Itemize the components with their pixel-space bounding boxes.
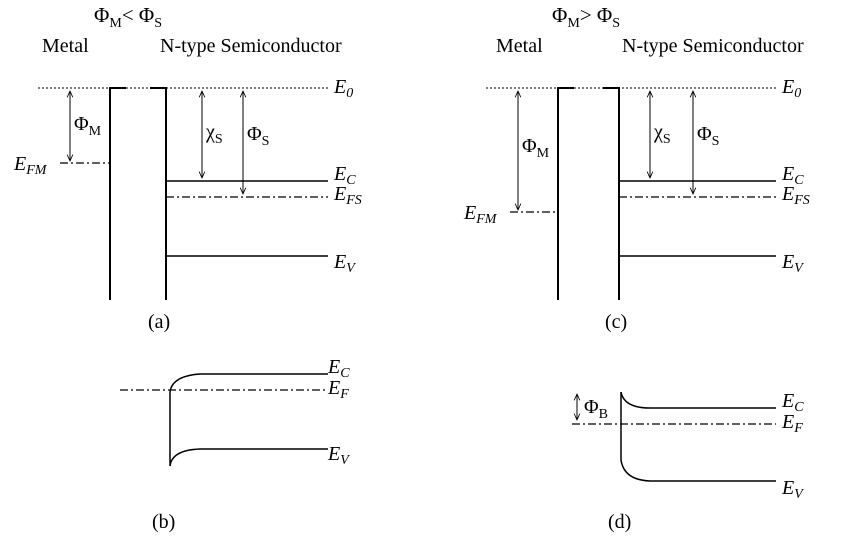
panel-b-ev-band — [169, 392, 328, 467]
panel-c-e0-label: E0 — [781, 76, 801, 101]
panel-c-metal-barrier — [557, 87, 574, 300]
panel-c-chis-label: χS — [653, 121, 671, 147]
panel-c-efm-label: EFM — [463, 202, 498, 227]
panel-d-phib-label: ΦB — [584, 396, 608, 422]
panel-a-phim-label: ΦM — [74, 113, 102, 139]
panel-b-caption: (b) — [152, 511, 175, 533]
panel-b-ec-band — [169, 373, 328, 393]
panel-a-e0-label: E0 — [333, 76, 353, 101]
panel-a-title: ΦM< ΦS — [94, 3, 162, 31]
panel-a-ev-label: EV — [333, 251, 356, 276]
panel-c-semiconductor-barrier — [603, 87, 620, 300]
panel-c-phis-label: ΦS — [697, 123, 719, 149]
panel-a-phis-label: ΦS — [247, 123, 269, 149]
panel-d: ΦB EC EF EV (d) — [572, 390, 804, 533]
panel-c-title: ΦM> ΦS — [552, 3, 620, 31]
panel-a-semiconductor-label: N-type Semiconductor — [160, 35, 342, 57]
panel-a-efm-label: EFM — [13, 153, 48, 178]
panel-a-semiconductor-barrier — [150, 87, 167, 300]
panel-a-caption: (a) — [148, 311, 170, 333]
panel-a-chis-label: χS — [205, 121, 223, 147]
panel-d-ev-band — [620, 392, 776, 482]
panel-c-ev-label: EV — [781, 251, 804, 276]
panel-a: ΦM< ΦS Metal N-type Semiconductor E0 EFM… — [13, 3, 362, 333]
panel-a-efs-label: EFS — [333, 183, 362, 208]
panel-c-metal-label: Metal — [496, 35, 543, 57]
panel-b-ev-label: EV — [327, 443, 350, 468]
panel-c-phim-label: ΦM — [522, 135, 550, 161]
panel-d-ec-band — [620, 391, 776, 409]
panel-c: ΦM> ΦS Metal N-type Semiconductor E0 EFM… — [463, 3, 810, 333]
panel-d-ev-label: EV — [781, 477, 804, 502]
panel-c-caption: (c) — [605, 311, 627, 333]
panel-d-caption: (d) — [608, 511, 631, 533]
panel-b: EC EF EV (b) — [120, 356, 350, 533]
panel-a-metal-label: Metal — [42, 35, 89, 57]
panel-a-metal-barrier — [109, 87, 126, 300]
panel-c-semiconductor-label: N-type Semiconductor — [622, 35, 804, 57]
